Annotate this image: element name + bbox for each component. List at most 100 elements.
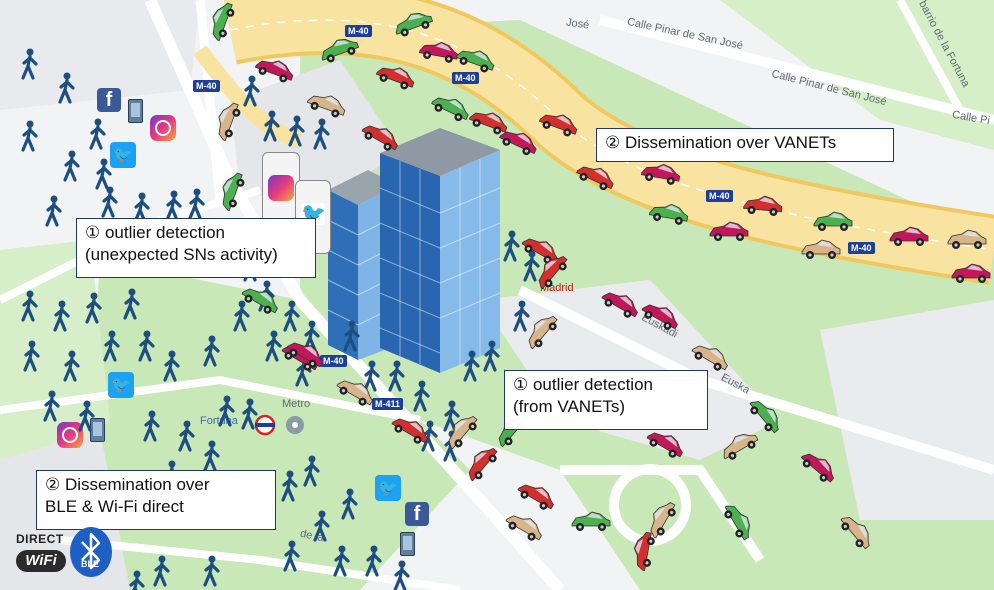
smartphone-icon	[128, 99, 143, 123]
pedestrian-icon	[95, 158, 112, 190]
car-icon	[222, 172, 245, 212]
pedestrian-icon	[421, 420, 438, 452]
instagram-icon	[268, 175, 294, 201]
car-icon	[538, 255, 568, 290]
pedestrian-icon	[153, 555, 170, 587]
car-icon	[947, 229, 987, 249]
pedestrian-icon	[43, 390, 60, 422]
pedestrian-icon	[503, 230, 520, 262]
callout-dissemination-vanets: ② Dissemination over VANETs	[596, 128, 894, 162]
twitter-icon: 🐦	[108, 372, 134, 398]
pedestrian-icon	[143, 410, 160, 442]
pedestrian-icon	[281, 470, 298, 502]
car-icon	[321, 38, 360, 63]
car-icon	[218, 102, 241, 142]
pedestrian-icon	[365, 545, 382, 577]
car-icon	[468, 447, 498, 482]
car-icon	[633, 531, 655, 572]
road-sign: M-40	[452, 72, 479, 84]
facebook-icon: f	[405, 502, 429, 526]
pedestrian-icon	[313, 510, 330, 542]
car-icon	[743, 195, 783, 216]
car-icon	[395, 12, 434, 37]
pedestrian-icon	[265, 330, 282, 362]
metro-icon	[254, 414, 276, 436]
car-icon	[336, 380, 373, 406]
pedestrian-icon	[21, 48, 38, 80]
instagram-icon	[57, 422, 83, 448]
car-icon	[576, 166, 614, 191]
road-sign: M-40	[345, 25, 372, 37]
car-icon	[538, 114, 578, 137]
road-sign: M-40	[320, 355, 347, 367]
pedestrian-icon	[413, 380, 430, 412]
street-label: Metro	[282, 398, 311, 410]
pedestrian-icon	[203, 440, 220, 472]
pedestrian-icon	[513, 300, 530, 332]
pedestrian-icon	[101, 186, 118, 218]
pedestrian-icon	[21, 290, 38, 322]
pedestrian-icon	[133, 192, 150, 224]
car-icon	[648, 203, 689, 225]
pedestrian-icon	[163, 350, 180, 382]
car-icon	[521, 238, 558, 264]
pedestrian-icon	[23, 340, 40, 372]
callout-outlier-vanets: ① outlier detection (from VANETs)	[504, 370, 708, 430]
car-icon	[306, 95, 346, 118]
road-sign: M-40	[848, 242, 875, 254]
wifi-direct-label: DIRECT	[16, 532, 64, 546]
car-icon	[640, 163, 681, 185]
car-icon	[455, 50, 495, 73]
car-icon	[724, 505, 750, 541]
car-icon	[813, 211, 853, 231]
pedestrian-icon	[483, 340, 500, 372]
car-icon	[241, 288, 278, 314]
car-icon	[641, 304, 678, 330]
ble-label: BLE	[81, 559, 99, 569]
car-icon	[431, 97, 469, 122]
pedestrian-icon	[78, 400, 95, 432]
smartphone-icon	[400, 532, 415, 556]
callout-text: ① outlier detection	[513, 375, 653, 394]
callout-text: (from VANETs)	[513, 397, 626, 416]
car-icon	[254, 60, 294, 83]
car-icon	[801, 239, 841, 259]
callout-text: (unexpected SNs activity)	[85, 245, 278, 264]
car-icon	[375, 67, 415, 90]
car-icon	[517, 484, 554, 510]
pedestrian-icon	[303, 320, 320, 352]
twitter-icon: 🐦	[375, 475, 401, 501]
car-icon	[468, 112, 508, 135]
car-icon	[749, 401, 779, 434]
pedestrian-icon	[63, 350, 80, 382]
callout-dissemination-ble: ② Dissemination over BLE & Wi-Fi direct	[36, 470, 276, 530]
pedestrian-icon	[178, 420, 195, 452]
car-icon	[391, 418, 428, 444]
car-icon	[601, 292, 638, 318]
bluetooth-icon: BLE	[68, 526, 114, 578]
pedestrian-icon	[288, 115, 305, 147]
wifi-direct-logo: DIRECT WiFi	[16, 532, 68, 580]
pedestrian-icon	[283, 300, 300, 332]
pedestrian-icon	[393, 560, 410, 590]
pedestrian-icon	[263, 110, 280, 142]
car-icon	[361, 125, 398, 151]
office-building-icon	[379, 128, 501, 373]
callout-text: ① outlier detection	[85, 223, 225, 242]
pedestrian-icon	[21, 120, 38, 152]
callout-text: BLE & Wi-Fi direct	[45, 497, 184, 516]
pedestrian-icon	[123, 288, 140, 320]
pedestrian-icon	[388, 360, 405, 392]
pedestrian-icon	[89, 118, 106, 150]
car-icon	[723, 434, 759, 460]
pedestrian-icon	[85, 292, 102, 324]
facebook-icon: f	[97, 88, 121, 112]
pedestrian-icon	[233, 300, 250, 332]
pedestrian-icon	[103, 330, 120, 362]
car-icon	[889, 226, 929, 246]
road-sign: M-411	[372, 398, 404, 410]
callout-outlier-sns: ① outlier detection (unexpected SNs acti…	[76, 218, 316, 278]
pedestrian-icon	[218, 395, 235, 427]
pedestrian-icon	[203, 335, 220, 367]
